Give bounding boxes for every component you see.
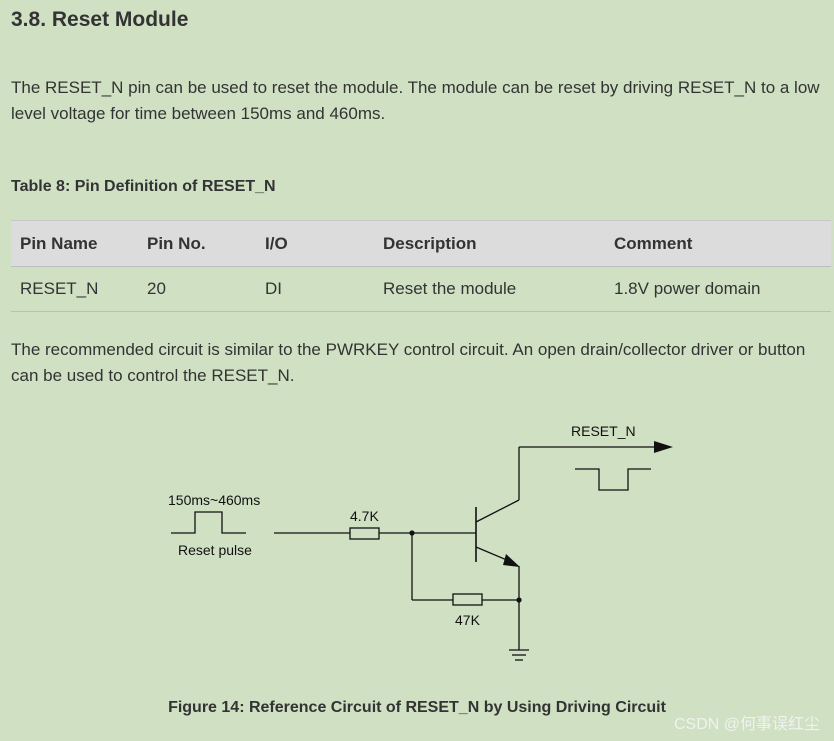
- cell-io: DI: [256, 266, 374, 312]
- cell-description: Reset the module: [374, 266, 605, 312]
- junction-dot-base: [409, 530, 415, 536]
- transistor-collector: [475, 499, 520, 523]
- figure-caption-text: Figure 14: Reference Circuit of RESET_N …: [168, 699, 666, 716]
- pulse-label: Reset pulse: [178, 542, 252, 558]
- resistor-47k-label: 47K: [455, 612, 481, 628]
- resistor-47k: [452, 593, 483, 606]
- header-pin-name: Pin Name: [11, 220, 138, 267]
- section-heading: 3.8. Reset Module: [11, 8, 189, 31]
- header-description: Description: [374, 220, 605, 267]
- reset-circuit-diagram: RESET_N 150ms~460ms Reset pulse 4.7K 47K: [168, 423, 673, 661]
- header-pin-no: Pin No.: [138, 220, 256, 267]
- cell-pin-no: 20: [138, 266, 256, 312]
- resistor-4-7k: [349, 527, 380, 540]
- resistor-4-7k-label: 4.7K: [350, 508, 379, 524]
- output-arrow: [654, 441, 673, 453]
- emitter-arrow: [503, 554, 520, 567]
- header-io: I/O: [256, 220, 374, 267]
- cell-comment: 1.8V power domain: [605, 266, 831, 312]
- watermark: CSDN @何事误红尘: [673, 716, 820, 733]
- cell-pin-name: RESET_N: [11, 266, 138, 312]
- table-header-row: Pin Name Pin No. I/O Description Comment: [11, 220, 831, 267]
- pin-definition-table: Pin Name Pin No. I/O Description Comment…: [11, 220, 831, 312]
- figure-caption: Figure 14: Reference Circuit of RESET_N …: [0, 699, 834, 717]
- circuit-paragraph: The recommended circuit is similar to th…: [11, 340, 806, 385]
- intro-paragraph: The RESET_N pin can be used to reset the…: [11, 78, 820, 123]
- table-row: RESET_N 20 DI Reset the module 1.8V powe…: [11, 266, 831, 312]
- header-comment: Comment: [605, 220, 831, 267]
- junction-dot-emitter: [516, 597, 522, 603]
- output-label: RESET_N: [571, 423, 636, 439]
- output-pulse-waveform: [575, 468, 651, 491]
- pulse-timing-label: 150ms~460ms: [168, 492, 260, 508]
- table-caption: Table 8: Pin Definition of RESET_N: [11, 178, 276, 195]
- reset-pulse-waveform: [171, 511, 246, 534]
